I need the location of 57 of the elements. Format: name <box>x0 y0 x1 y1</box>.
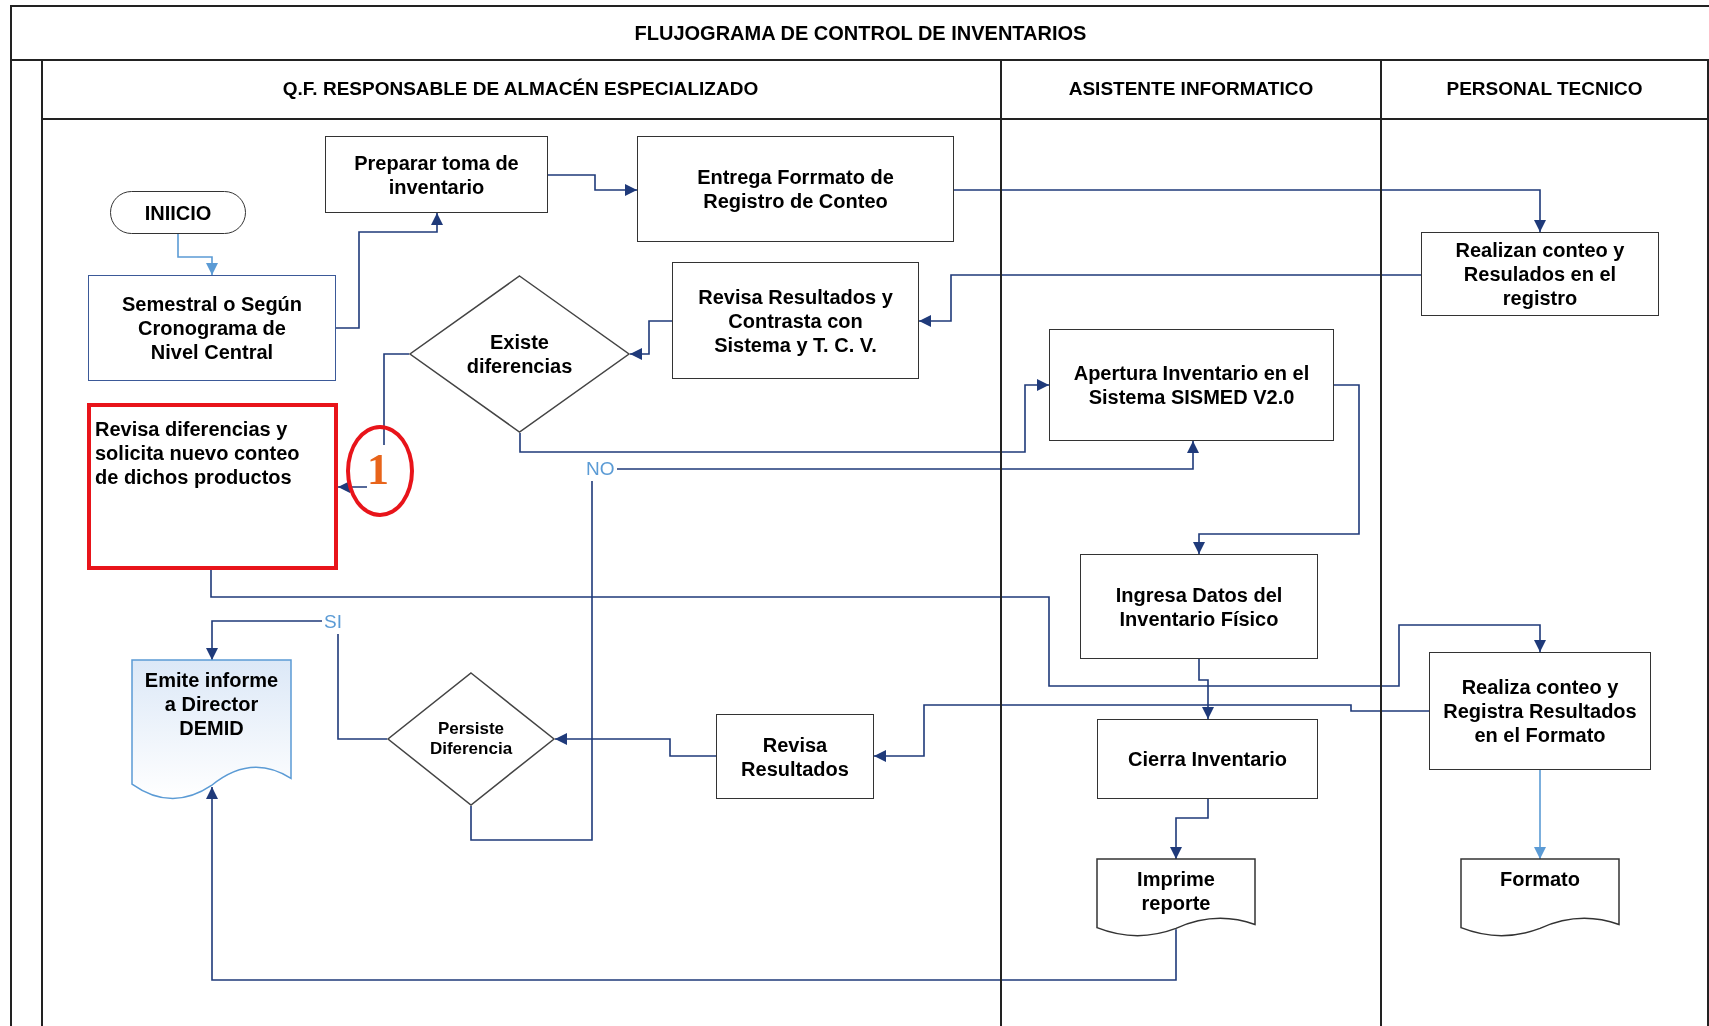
process-box <box>1429 652 1651 770</box>
process-box <box>672 262 919 379</box>
connector-arrow <box>206 620 388 740</box>
lane-header: Q.F. RESPONSABLE DE ALMACÉN ESPECIALIZADO <box>41 60 1000 120</box>
node-text: Revisa diferencias y solicita nuevo conteo de dichos productos <box>94 417 301 490</box>
connector-arrow <box>335 212 443 329</box>
diagram-title: FLUJOGRAMA DE CONTROL DE INVENTARIOS <box>10 5 1709 61</box>
connector-arrow <box>1198 658 1214 720</box>
process-box <box>1080 554 1318 659</box>
process-box <box>1049 329 1334 441</box>
connector-arrow <box>629 320 673 360</box>
connector-arrow <box>206 786 1177 981</box>
node-text: Ingresa Datos del Inventario Físico <box>1114 582 1284 631</box>
lane-header: ASISTENTE INFORMATICO <box>1002 60 1380 120</box>
connector-arrow <box>470 440 1199 841</box>
node-text: Semestral o Según Cronograma de Nivel Central <box>120 292 304 364</box>
process-box <box>1097 719 1318 799</box>
process-box <box>716 714 874 799</box>
connector-arrow <box>918 274 1422 327</box>
node-text: Cierra Inventario <box>1127 747 1288 771</box>
decision-diamond <box>387 672 555 806</box>
highlighted-process-box <box>87 403 338 570</box>
swimlane <box>1002 60 1382 1026</box>
swimlane <box>41 60 1002 1026</box>
connector-arrow <box>1193 384 1360 555</box>
connector-arrow <box>873 704 1430 762</box>
node-text: Existe diferencias <box>465 330 574 378</box>
node-text: Persiste Diferencia <box>428 718 514 760</box>
process-box <box>325 136 548 213</box>
node-text: Imprime reporte <box>1136 867 1216 915</box>
process-box <box>1421 232 1659 316</box>
document-shape <box>132 660 291 801</box>
node-text: Entrega Forrmato de Registro de Conteo <box>696 165 895 213</box>
document-shape <box>1461 859 1619 937</box>
connector-arrow <box>1534 769 1546 860</box>
connector-arrow <box>1170 798 1209 860</box>
node-text: Revisa Resultados <box>740 732 850 781</box>
lane-header: PERSONAL TECNICO <box>1382 60 1707 120</box>
connector-arrow <box>554 733 717 757</box>
node-text: INIICIO <box>143 200 213 225</box>
node-text: Formato <box>1499 867 1581 891</box>
swimlane <box>1382 60 1709 1026</box>
node-text: Revisa Resultados y Contrasta con Sistema y T. C. V. <box>697 284 894 357</box>
connector-arrow <box>210 569 1546 687</box>
node-text: Realiza conteo y Registra Resultados en el Formato <box>1442 675 1638 747</box>
connector-arrow <box>177 233 218 276</box>
connector-arrow <box>953 189 1546 233</box>
process-box <box>88 275 336 381</box>
decision-diamond <box>409 275 630 433</box>
connector-arrow <box>547 174 638 196</box>
node-text: Preparar toma de inventario <box>353 150 520 199</box>
document-shape <box>1097 859 1255 937</box>
node-text: Realizan conteo y Resulados en el registro <box>1454 238 1626 310</box>
node-text: Emite informe a Director DEMID <box>143 668 280 740</box>
node-text: Apertura Inventario en el Sistema SISMED V2.0 <box>1072 361 1311 409</box>
process-box <box>637 136 954 242</box>
connector-arrow <box>519 379 1050 453</box>
